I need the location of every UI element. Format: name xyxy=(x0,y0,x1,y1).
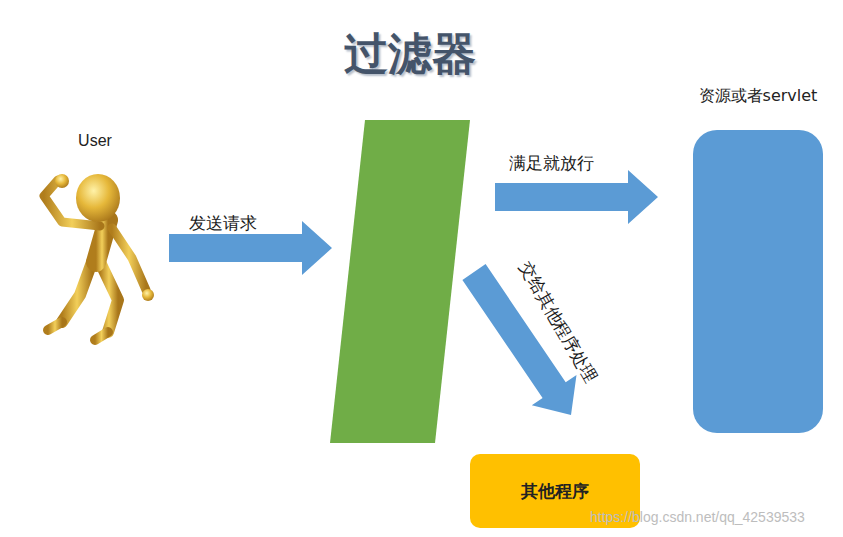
filter-bar xyxy=(330,120,470,443)
watermark: https://blog.csdn.net/qq_42539533 xyxy=(590,509,805,525)
filter-shape xyxy=(326,26,494,444)
edge-label: 满足就放行 xyxy=(509,152,594,175)
gold-person xyxy=(44,174,154,340)
edge-label: 发送请求 xyxy=(189,212,257,235)
filter-node: 过滤器 xyxy=(326,26,494,444)
node-text: 资源或者servlet xyxy=(682,84,834,108)
resource-shape xyxy=(682,84,834,434)
block-arrow xyxy=(495,170,658,224)
resource-box xyxy=(693,130,823,433)
resource-node: 资源或者servlet xyxy=(682,84,834,434)
user-node: User xyxy=(16,132,164,344)
node-text: 过滤器 xyxy=(326,26,494,82)
node-text: User xyxy=(16,132,164,150)
